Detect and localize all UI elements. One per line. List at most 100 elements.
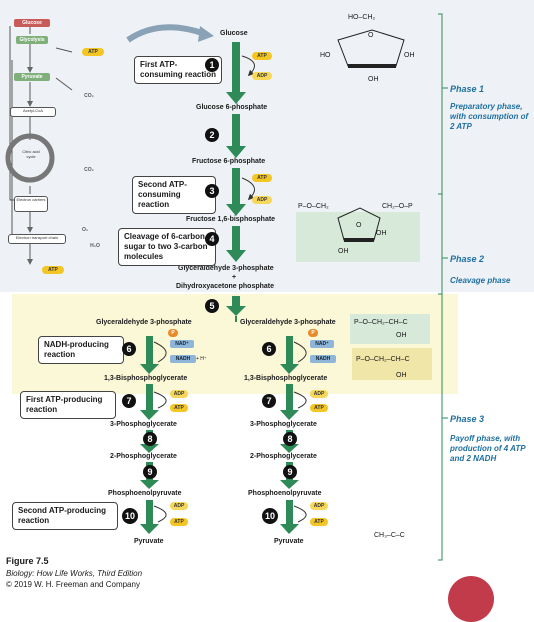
plus-sign: +: [232, 274, 237, 281]
step-number-10-left: 10: [122, 508, 138, 524]
pathway-arrows: [5, 13, 448, 561]
nadh-reaction-box: NADH-producing reaction: [38, 336, 124, 364]
overview-pyruvate: Pyruvate: [14, 73, 50, 81]
step-number-7-right: 7: [262, 394, 276, 408]
figure-copyright: © 2019 W. H. Freeman and Company: [6, 580, 140, 589]
step-1-box: First ATP-consuming reaction: [134, 56, 222, 84]
overview-lines: [9, 26, 73, 265]
atp-chip-10-right: ATP: [310, 518, 328, 526]
glucose-ring-o: O: [368, 32, 374, 39]
g3p-left-label: Glyceraldehyde 3-phosphate: [96, 319, 192, 326]
second-atp-box: Second ATP-producing reaction: [12, 502, 118, 530]
overview-acetyl-coa: Acetyl-CoA: [10, 107, 56, 117]
step-number-8-left: 8: [143, 432, 157, 446]
overview-co2-a: CO₂: [84, 93, 94, 99]
main-arrow-4: [226, 226, 246, 262]
glucose-ch2oh-label: HO–CH₂: [348, 14, 376, 21]
g3p-chem-chain: P–O–CH₂–CH–C: [354, 319, 408, 326]
overview-etc: Electron transport chain: [8, 234, 66, 244]
step-number-5: 5: [205, 299, 219, 313]
step-number-4: 4: [205, 232, 219, 246]
glucose-oh-bottom: OH: [368, 76, 379, 83]
metabolite-g3p: Glyceraldehyde 3-phosphate: [178, 265, 274, 272]
overview-glucose: Glucose: [14, 19, 50, 27]
dhap-chem-chain: P–O–CH₂–CH–C: [356, 356, 410, 363]
adp-chip-7-right: ADP: [310, 390, 328, 398]
bpg-left-label: 1,3-Bisphosphoglycerate: [104, 375, 188, 382]
citric-cycle-ring: [5, 133, 55, 183]
step-number-2: 2: [205, 128, 219, 142]
glucose-ring-structure: [337, 29, 405, 68]
adp-chip-7-left: ADP: [170, 390, 188, 398]
main-arrow-5: [226, 296, 246, 316]
step-number-7-left: 7: [122, 394, 136, 408]
dhap-chem-oh: OH: [396, 372, 407, 379]
step-number-6-left: 6: [122, 342, 136, 356]
phosphate-left: P: [168, 329, 178, 337]
atp-chip-7-left: ATP: [170, 404, 188, 412]
main-arrow-1: [226, 42, 246, 104]
glucose-oh-right: OH: [404, 52, 415, 59]
metabolite-fructose-1-6-bisphosphate: Fructose 1,6-bisphosphate: [186, 216, 276, 223]
g3p-chem-bg: [350, 314, 430, 344]
overview-co2-b: CO₂: [84, 167, 94, 173]
step-number-6-right: 6: [262, 342, 276, 356]
step-number-9-left: 9: [143, 465, 157, 479]
atp-chip-step1: ATP: [252, 52, 272, 60]
overview-atp-2: ATP: [42, 266, 64, 274]
step-number-10-right: 10: [262, 508, 278, 524]
phase-1-title: Phase 1: [450, 84, 485, 94]
main-arrow-3: [226, 168, 246, 216]
pg2-right-label: 2-Phosphoglycerate: [250, 453, 317, 460]
metabolite-dhap: Dihydroxyacetone phosphate: [176, 283, 275, 290]
adp-chip-10-left: ADP: [170, 502, 188, 510]
step-4-box: Cleavage of 6-carbon sugar to two 3-carb…: [118, 228, 216, 266]
atp-chip-step3: ATP: [252, 174, 272, 182]
atp-chip-7-right: ATP: [310, 404, 328, 412]
step-3-box: Second ATP-consuming reaction: [132, 176, 216, 214]
adp-chip-step3: ADP: [252, 196, 272, 204]
nadh-chip-left: NADH: [170, 355, 196, 363]
phase-2-title: Phase 2: [450, 254, 485, 264]
decorative-circle: [448, 576, 494, 622]
overview-electron-carriers: Electron carriers: [14, 196, 48, 212]
phase-1-desc: Preparatory phase, with consumption of 2…: [450, 102, 529, 131]
pep-right-label: Phosphoenolpyruvate: [248, 490, 322, 497]
fructose-oh: OH: [376, 230, 387, 237]
metabolite-glucose: Glucose: [220, 30, 248, 37]
g3p-chem-oh: OH: [396, 332, 407, 339]
fructose-ring-structure: [296, 207, 420, 262]
hplus-left: + H⁺: [196, 356, 207, 362]
fructose-oh-bottom: OH: [338, 248, 349, 255]
nad-chip-left: NAD⁺: [170, 340, 194, 348]
overview-atp: ATP: [82, 48, 104, 56]
phosphate-right: P: [308, 329, 318, 337]
nad-chip-right: NAD⁺: [310, 340, 334, 348]
figure-source: Biology: How Life Works, Third Edition: [6, 569, 143, 578]
fructose-right-chain: CH₂–O–P: [382, 203, 413, 210]
phase-3-title: Phase 3: [450, 414, 485, 424]
metabolite-fructose-6-phosphate: Fructose 6-phosphate: [192, 158, 266, 165]
fructose-left-chain: P–O–CH₂: [298, 203, 329, 210]
fructose-ring-o: O: [356, 222, 362, 229]
phase-3-desc: Payoff phase, with production of 4 ATP a…: [450, 434, 526, 463]
adp-chip-10-right: ADP: [310, 502, 328, 510]
step-number-1: 1: [205, 58, 219, 72]
step-number-8-right: 8: [283, 432, 297, 446]
dhap-chem-bg: [352, 348, 432, 380]
pyruvate-left-label: Pyruvate: [134, 538, 164, 545]
bpg-right-label: 1,3-Bisphosphoglycerate: [244, 375, 328, 382]
glucose-ho: HO: [320, 52, 331, 59]
overview-glycolysis: Glycolysis: [16, 36, 48, 44]
g3p-right-label: Glyceraldehyde 3-phosphate: [240, 319, 336, 326]
pyruvate-right-label: Pyruvate: [274, 538, 304, 545]
first-atp-box: First ATP-producing reaction: [20, 391, 116, 419]
figure-title: Figure 7.5: [6, 556, 49, 566]
metabolite-glucose-6-phosphate: Glucose 6-phosphate: [196, 104, 268, 111]
main-arrow-2: [226, 114, 246, 158]
overview-citric-cycle: Citric acid cycle: [22, 149, 40, 159]
overview-o2: O₂: [81, 227, 89, 233]
overview-h2o: H₂O: [90, 243, 100, 249]
pg2-left-label: 2-Phosphoglycerate: [110, 453, 177, 460]
step-number-3: 3: [205, 184, 219, 198]
